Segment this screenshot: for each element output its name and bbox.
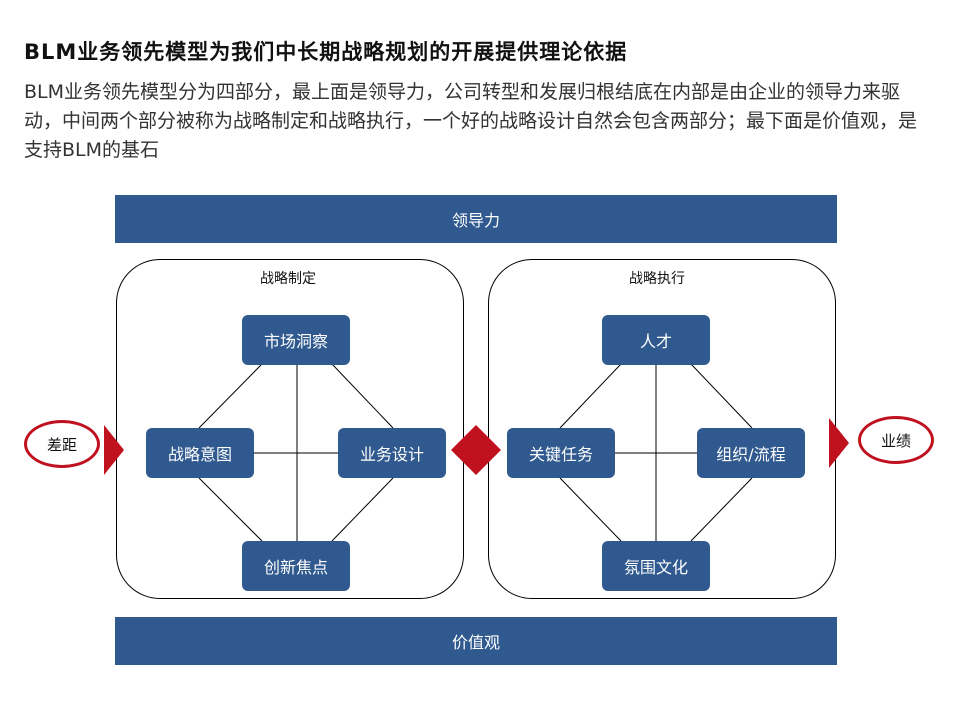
center-diamond-marker (451, 425, 501, 475)
organization-process-box: 组织/流程 (697, 428, 805, 478)
gap-oval: 差距 (24, 420, 100, 468)
strategy-formulation-title: 战略制定 (260, 271, 316, 287)
right-arrow-marker (829, 418, 849, 468)
strategy-execution-title: 战略执行 (629, 271, 685, 287)
performance-oval: 业绩 (858, 416, 934, 464)
connector-line (690, 363, 753, 429)
left-arrow-marker (104, 425, 124, 475)
connector-line (198, 477, 263, 542)
culture-climate-box: 氛围文化 (602, 541, 710, 591)
key-tasks-box: 关键任务 (507, 428, 615, 478)
connector-line (331, 363, 394, 429)
innovation-focus-box: 创新焦点 (242, 541, 350, 591)
leadership-bar: 领导力 (115, 195, 837, 243)
page-title: BLM业务领先模型为我们中长期战略规划的开展提供理论依据 (24, 40, 628, 64)
page-description: BLM业务领先模型分为四部分，最上面是领导力，公司转型和发展归根结底在内部是由企… (24, 81, 918, 161)
connector-line (690, 477, 753, 542)
connector-line (331, 477, 394, 542)
strategic-intent-box: 战略意图 (146, 428, 254, 478)
connector-line (559, 477, 622, 542)
business-design-box: 业务设计 (338, 428, 446, 478)
talent-box: 人才 (602, 315, 710, 365)
connector-line (559, 363, 622, 429)
connector-line (198, 363, 263, 429)
values-bar: 价值观 (115, 617, 837, 665)
market-insight-box: 市场洞察 (242, 315, 350, 365)
